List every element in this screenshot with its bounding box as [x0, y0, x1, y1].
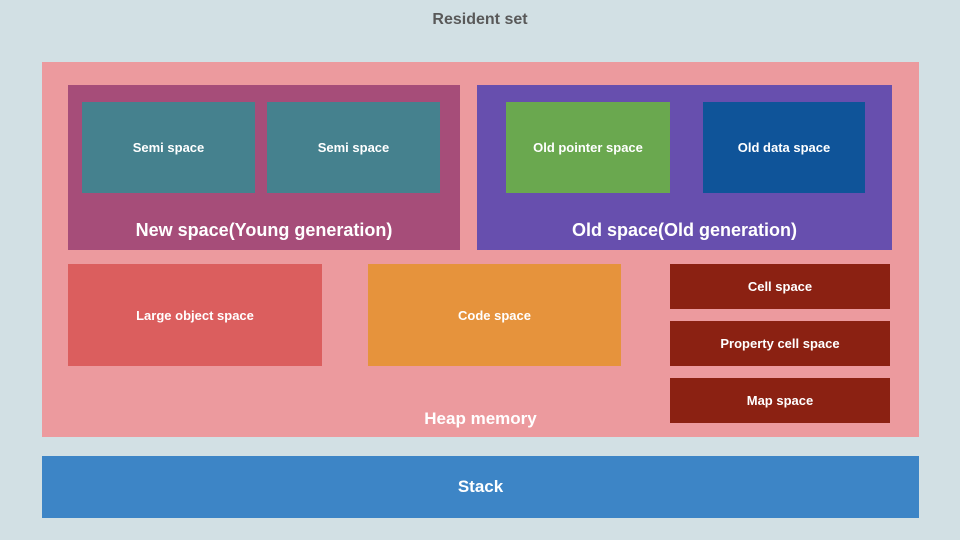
map-space-box: Map space	[670, 378, 890, 423]
stack-region: Stack	[42, 456, 919, 518]
heap-memory-label: Heap memory	[424, 409, 537, 428]
cell-space-box: Cell space	[670, 264, 890, 309]
old-pointer-space-box: Old pointer space	[506, 102, 670, 193]
heap-memory-region: Semi space Semi space New space(Young ge…	[42, 62, 919, 437]
resident-set-title: Resident set	[432, 11, 528, 28]
semi-space-box: Semi space	[82, 102, 255, 193]
code-space-box: Code space	[368, 264, 621, 366]
semi-space-box: Semi space	[267, 102, 440, 193]
old-space-label: Old space(Old generation)	[571, 220, 798, 240]
old-space-region: Old pointer space Old data space Old spa…	[477, 85, 892, 250]
new-space-label: New space(Young generation)	[135, 220, 393, 240]
old-data-space-box: Old data space	[703, 102, 865, 193]
large-object-space-box: Large object space	[68, 264, 322, 366]
property-cell-space-box: Property cell space	[670, 321, 890, 366]
new-space-region: Semi space Semi space New space(Young ge…	[68, 85, 460, 250]
